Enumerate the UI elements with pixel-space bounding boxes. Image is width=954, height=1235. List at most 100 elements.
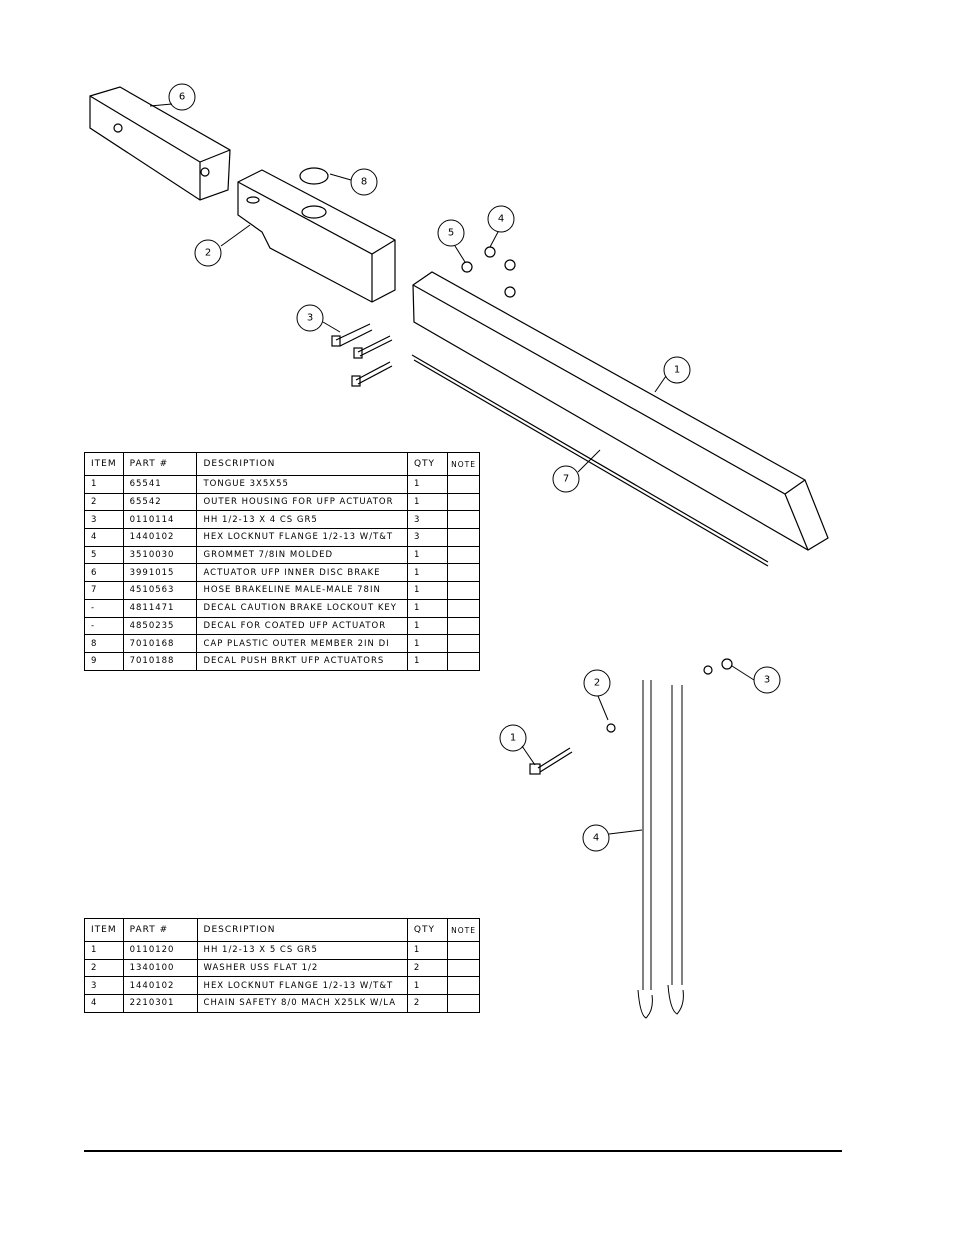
balloon-1 [663,356,691,384]
locknut-part [721,658,733,670]
cell-part: 3510030 [122,545,198,565]
balloon-1 [499,724,527,752]
header-note: NOTE [447,452,480,476]
bottom-bolt-part [529,747,573,775]
cell-item: 3 [84,510,124,530]
cell-qty: 1 [406,616,449,636]
balloon-label: 5 [448,228,454,239]
cell-note [447,492,480,512]
cap-part [299,167,329,185]
cell-qty: 2 [406,958,449,978]
cell-part: 0110114 [122,510,198,530]
cell-description: GROMMET 7/8IN MOLDED [196,545,408,565]
cell-description: CHAIN SAFETY 8/0 MACH X25LK W/LA [196,994,408,1013]
cell-note [447,581,480,600]
cell-note [447,545,480,565]
balloon-7 [552,465,580,493]
cell-item: 1 [84,475,124,494]
outer-housing-part [237,169,396,303]
cell-qty: 3 [406,510,449,530]
cell-note [447,958,480,978]
cell-item: 9 [84,651,124,671]
header-qty: QTY [406,452,449,476]
actuator-inner-part [89,86,231,201]
balloon-label: 1 [674,365,680,376]
table-header-row: ITEM PART # DESCRIPTION QTY NOTE [84,452,480,476]
balloon-5 [437,219,465,247]
cell-part: 4510563 [122,581,198,600]
cell-item: 1 [84,941,124,960]
header-description: DESCRIPTION [196,452,408,476]
brake-hose-part [411,354,769,567]
balloon-label: 3 [307,313,313,324]
balloon-3 [753,666,781,694]
cell-qty: 2 [406,994,449,1013]
cell-part: 7010188 [122,651,198,671]
cell-qty: 1 [406,598,449,618]
cell-note [447,994,480,1013]
cell-item: 6 [84,563,124,583]
cell-note [447,651,480,671]
cell-part: 3991015 [122,563,198,583]
cell-description: HH 1/2-13 X 4 CS GR5 [196,510,408,530]
cell-note [447,528,480,547]
cell-item: 4 [84,528,124,547]
footer-rule [84,1150,842,1152]
cell-part: 1340100 [122,958,198,978]
cell-description: HOSE BRAKELINE MALE-MALE 78IN [196,581,408,600]
balloon-2 [194,239,222,267]
cell-qty: 1 [406,545,449,565]
balloon-6 [168,83,196,111]
cell-description: DECAL CAUTION BRAKE LOCKOUT KEY [196,598,408,618]
cell-item: 7 [84,581,124,600]
cell-qty: 1 [406,581,449,600]
balloon-4 [487,205,515,233]
balloon-label: 1 [510,733,516,744]
balloon-label: 7 [563,474,569,485]
header-item: ITEM [84,452,124,476]
cell-item: 3 [84,976,124,996]
cell-part: 65542 [122,492,198,512]
cell-note [447,941,480,960]
cell-part: 7010168 [122,634,198,653]
cell-note [447,634,480,653]
cell-note [447,976,480,996]
cell-part: 4811471 [122,598,198,618]
cell-qty: 1 [406,492,449,512]
cell-note [447,598,480,618]
balloon-4 [582,824,610,852]
table-header-row: ITEM PART # DESCRIPTION QTY NOTE [84,918,480,942]
balloon-2 [583,669,611,697]
cell-description: OUTER HOUSING FOR UFP ACTUATOR [196,492,408,512]
header-part: PART # [122,918,198,942]
cell-note [447,510,480,530]
cell-part: 65541 [122,475,198,494]
washer-part [606,723,616,733]
cell-qty: 1 [406,563,449,583]
cell-description: DECAL FOR COATED UFP ACTUATOR [196,616,408,636]
cell-part: 1440102 [122,976,198,996]
cell-part: 1440102 [122,528,198,547]
tongue-part [412,271,829,551]
cell-description: ACTUATOR UFP INNER DISC BRAKE [196,563,408,583]
cell-note [447,563,480,583]
cell-note [447,616,480,636]
cell-description: DECAL PUSH BRKT UFP ACTUATORS [196,651,408,671]
cell-qty: 3 [406,528,449,547]
cell-item: - [84,598,124,618]
